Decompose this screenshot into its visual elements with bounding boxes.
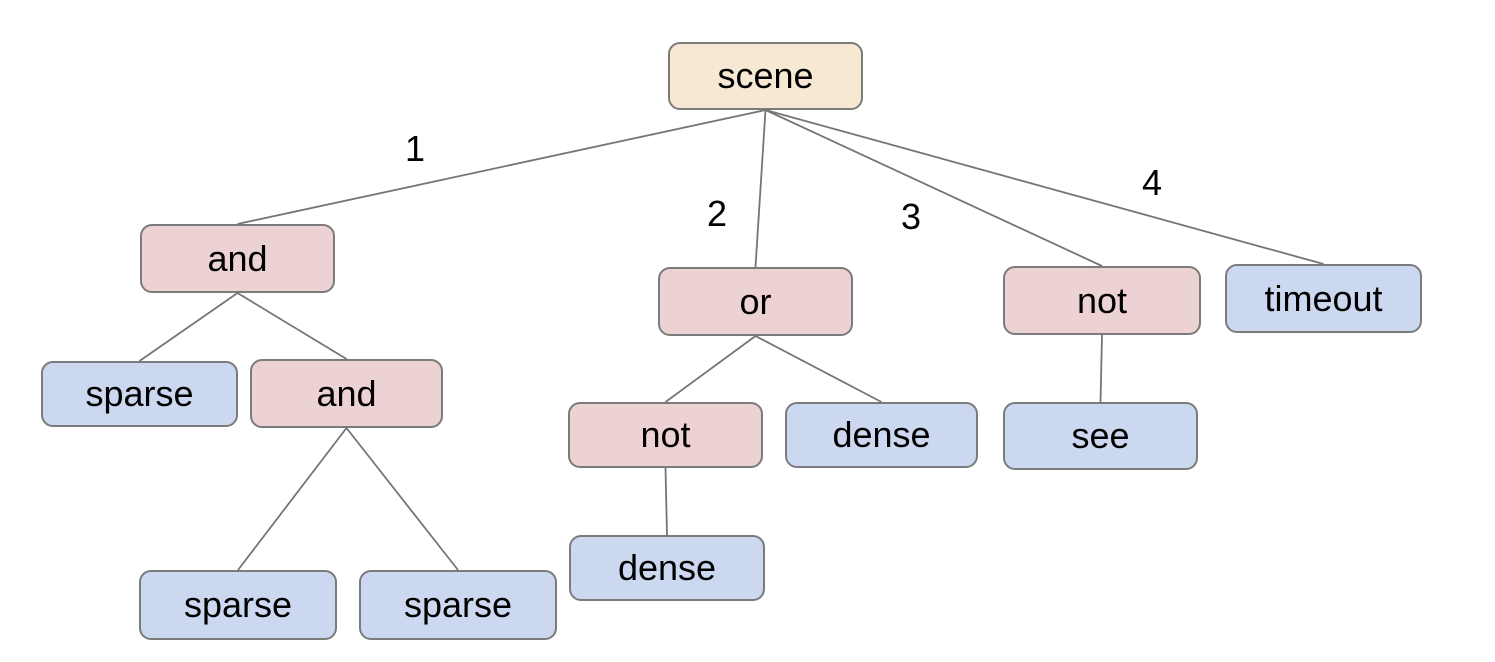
edge-label-1: 1: [404, 128, 426, 169]
node-or1: or: [658, 267, 853, 336]
node-sparse3: sparse: [359, 570, 557, 640]
node-see1: see: [1003, 402, 1198, 470]
node-and1: and: [140, 224, 335, 293]
edge-scene-to-or1: [754, 109, 767, 268]
edge-label-3: 3: [900, 196, 922, 237]
node-and2: and: [250, 359, 443, 428]
edge-and2-to-sparse2: [237, 427, 348, 571]
edge-and2-to-sparse3: [345, 427, 459, 571]
edge-not1-to-see1: [1099, 334, 1103, 403]
edge-or1-to-not2: [664, 335, 757, 403]
node-not2: not: [568, 402, 763, 468]
edge-label-2: 2: [706, 193, 728, 234]
node-dense1: dense: [785, 402, 978, 468]
edge-label-4: 4: [1141, 162, 1163, 203]
edge-scene-to-timeout1: [765, 109, 1324, 265]
edge-scene-to-and1: [237, 109, 766, 225]
edge-or1-to-dense1: [755, 335, 882, 403]
edge-not2-to-dense2: [664, 467, 668, 536]
node-not1: not: [1003, 266, 1201, 335]
node-sparse1: sparse: [41, 361, 238, 427]
node-scene: scene: [668, 42, 863, 110]
node-sparse2: sparse: [139, 570, 337, 640]
node-timeout1: timeout: [1225, 264, 1422, 333]
node-dense2: dense: [569, 535, 765, 601]
edge-scene-to-not1: [765, 109, 1103, 267]
edge-and1-to-and2: [237, 292, 347, 360]
edge-and1-to-sparse1: [138, 292, 239, 362]
